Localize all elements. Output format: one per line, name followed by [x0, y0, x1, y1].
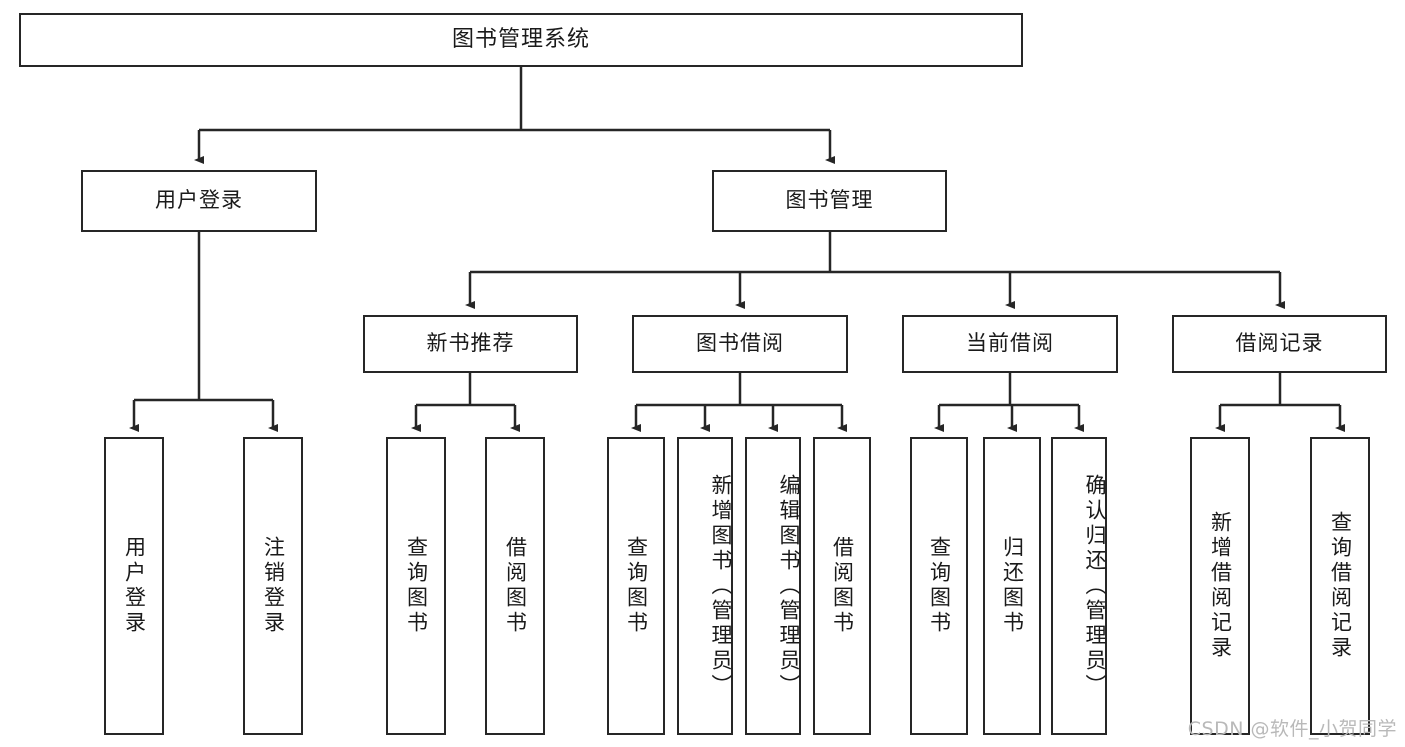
node-label: 图书管理系统 [451, 26, 590, 52]
node-label: 编辑图书（管理员） [777, 473, 801, 699]
node-book-manage[interactable]: 图书管理 [712, 170, 947, 232]
node-leaf-query-book-borrow[interactable]: 查询图书 [607, 437, 665, 735]
node-leaf-add-borrow-record[interactable]: 新增借阅记录 [1190, 437, 1250, 735]
node-root-system[interactable]: 图书管理系统 [19, 13, 1023, 67]
node-label: 查询图书 [927, 536, 952, 636]
node-new-book-recommend[interactable]: 新书推荐 [363, 315, 578, 373]
node-label: 查询图书 [624, 536, 649, 636]
node-leaf-return-book[interactable]: 归还图书 [983, 437, 1041, 735]
node-label: 借阅记录 [1235, 331, 1324, 356]
node-current-borrow[interactable]: 当前借阅 [902, 315, 1118, 373]
node-leaf-confirm-return-admin[interactable]: 确认归还（管理员） [1051, 437, 1107, 735]
node-label: 借阅图书 [503, 536, 528, 636]
node-user-login[interactable]: 用户登录 [81, 170, 317, 232]
node-leaf-query-book-cur[interactable]: 查询图书 [910, 437, 968, 735]
node-label: 新增借阅记录 [1208, 511, 1233, 661]
node-leaf-borrow-book-rec[interactable]: 借阅图书 [485, 437, 545, 735]
node-leaf-borrow-book[interactable]: 借阅图书 [813, 437, 871, 735]
node-leaf-query-book-rec[interactable]: 查询图书 [386, 437, 446, 735]
node-label: 用户登录 [155, 188, 243, 213]
node-label: 查询借阅记录 [1328, 511, 1353, 661]
node-label: 图书借阅 [696, 331, 784, 356]
watermark: CSDN @软件_小贺同学 [1187, 718, 1397, 740]
node-leaf-logout-login[interactable]: 注销登录 [243, 437, 303, 735]
node-label: 图书管理 [785, 188, 874, 213]
node-label: 当前借阅 [966, 331, 1054, 356]
node-leaf-query-borrow-record[interactable]: 查询借阅记录 [1310, 437, 1370, 735]
node-leaf-user-login[interactable]: 用户登录 [104, 437, 164, 735]
node-borrow-record[interactable]: 借阅记录 [1172, 315, 1387, 373]
node-label: 新书推荐 [426, 331, 515, 356]
node-label: 查询图书 [404, 536, 429, 636]
node-label: 新增图书（管理员） [709, 473, 733, 699]
node-book-borrow[interactable]: 图书借阅 [632, 315, 848, 373]
node-label: 归还图书 [1000, 536, 1025, 636]
node-leaf-add-book-admin[interactable]: 新增图书（管理员） [677, 437, 733, 735]
node-label: 借阅图书 [830, 536, 855, 636]
node-label: 用户登录 [122, 536, 147, 636]
node-leaf-edit-book-admin[interactable]: 编辑图书（管理员） [745, 437, 801, 735]
node-label: 确认归还（管理员） [1083, 473, 1107, 699]
node-label: 注销登录 [261, 536, 286, 636]
